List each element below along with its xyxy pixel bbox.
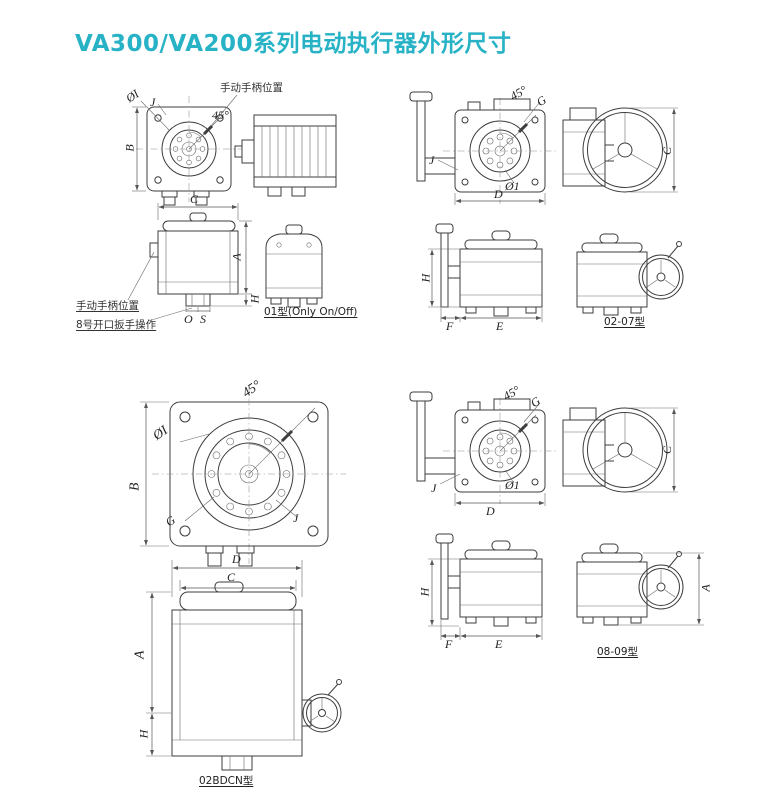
drawing-02bdcn-front-view: [140, 384, 346, 567]
dim-c-wheel-d: C: [660, 445, 675, 455]
note-manual-handle-top: 手动手柄位置: [220, 82, 283, 94]
dim-c-side-02bdcn: C: [227, 570, 236, 584]
dim-h-lever-0207: H: [418, 273, 433, 283]
dim-b-front-02bdcn: B: [126, 482, 142, 491]
caption-model-02bdcn: 02BDCN型: [199, 775, 254, 787]
dim-f-lever-0207: F: [446, 319, 454, 333]
dim-j-front-02bdcn: J: [293, 511, 299, 525]
dim-j-front-d: J: [431, 481, 437, 495]
dim-h-side-a: H: [247, 294, 262, 304]
drawing-front-view-b: [409, 91, 557, 205]
drawing-0207-lever-unit: [428, 223, 543, 322]
dim-a-side-a: A: [229, 253, 244, 261]
drawing-front-view-a: [132, 94, 242, 206]
dim-c-side-a: C: [190, 192, 199, 206]
drawing-0809-wheel-unit: [576, 543, 704, 626]
dim-b-front-a: B: [122, 144, 137, 152]
dim-h-lever-0809: H: [417, 587, 432, 597]
dim-phi-1-front-d: Ø1: [505, 478, 520, 492]
dim-phi-1-front-b: Ø1: [505, 179, 520, 193]
dim-e-lever-0207: E: [496, 319, 504, 333]
caption-model-01: 01型(Only On/Off): [264, 306, 358, 318]
drawing-wheel-side-view-b: [562, 107, 678, 193]
dim-j-front-a: J: [150, 95, 156, 109]
drawing-front-view-d: [409, 391, 557, 506]
caption-model-02-07: 02-07型: [604, 316, 646, 328]
dim-45-front-a: 45°: [212, 108, 229, 122]
dim-f-lever-0809: F: [445, 637, 453, 651]
drawing-01-unit: [265, 224, 323, 308]
dim-d-front-d: D: [486, 504, 495, 518]
page-title: VA300/VA200系列电动执行器外形尺寸: [75, 31, 512, 57]
dim-j-front-b: J: [429, 153, 435, 167]
caption-model-08-09: 08-09型: [597, 646, 639, 658]
dim-s-side-a: S: [200, 312, 206, 326]
dim-o-side-a: O: [184, 312, 193, 326]
drawing-0207-wheel-unit: [576, 233, 684, 316]
drawing-side-dim-view-a: [127, 203, 252, 322]
drawing-side-view-a: [234, 114, 337, 197]
dim-a-wheel-0809: A: [698, 584, 713, 592]
note-wrench-operation: 8号开口扳手操作: [76, 319, 157, 331]
drawing-wheel-side-view-d: [562, 407, 678, 493]
dim-h-side-02bdcn: H: [136, 729, 151, 739]
note-manual-handle-left: 手动手柄位置: [76, 300, 139, 312]
dim-c-wheel-b: C: [660, 146, 675, 156]
drawing-02bdcn-side-view: [146, 560, 342, 771]
dim-a-side-02bdcn: A: [131, 650, 147, 659]
dim-e-lever-0809: E: [495, 637, 503, 651]
dim-d-front-b: D: [494, 187, 503, 201]
drawing-0809-lever-unit: [428, 533, 543, 640]
dim-d-side-02bdcn: D: [232, 552, 241, 566]
